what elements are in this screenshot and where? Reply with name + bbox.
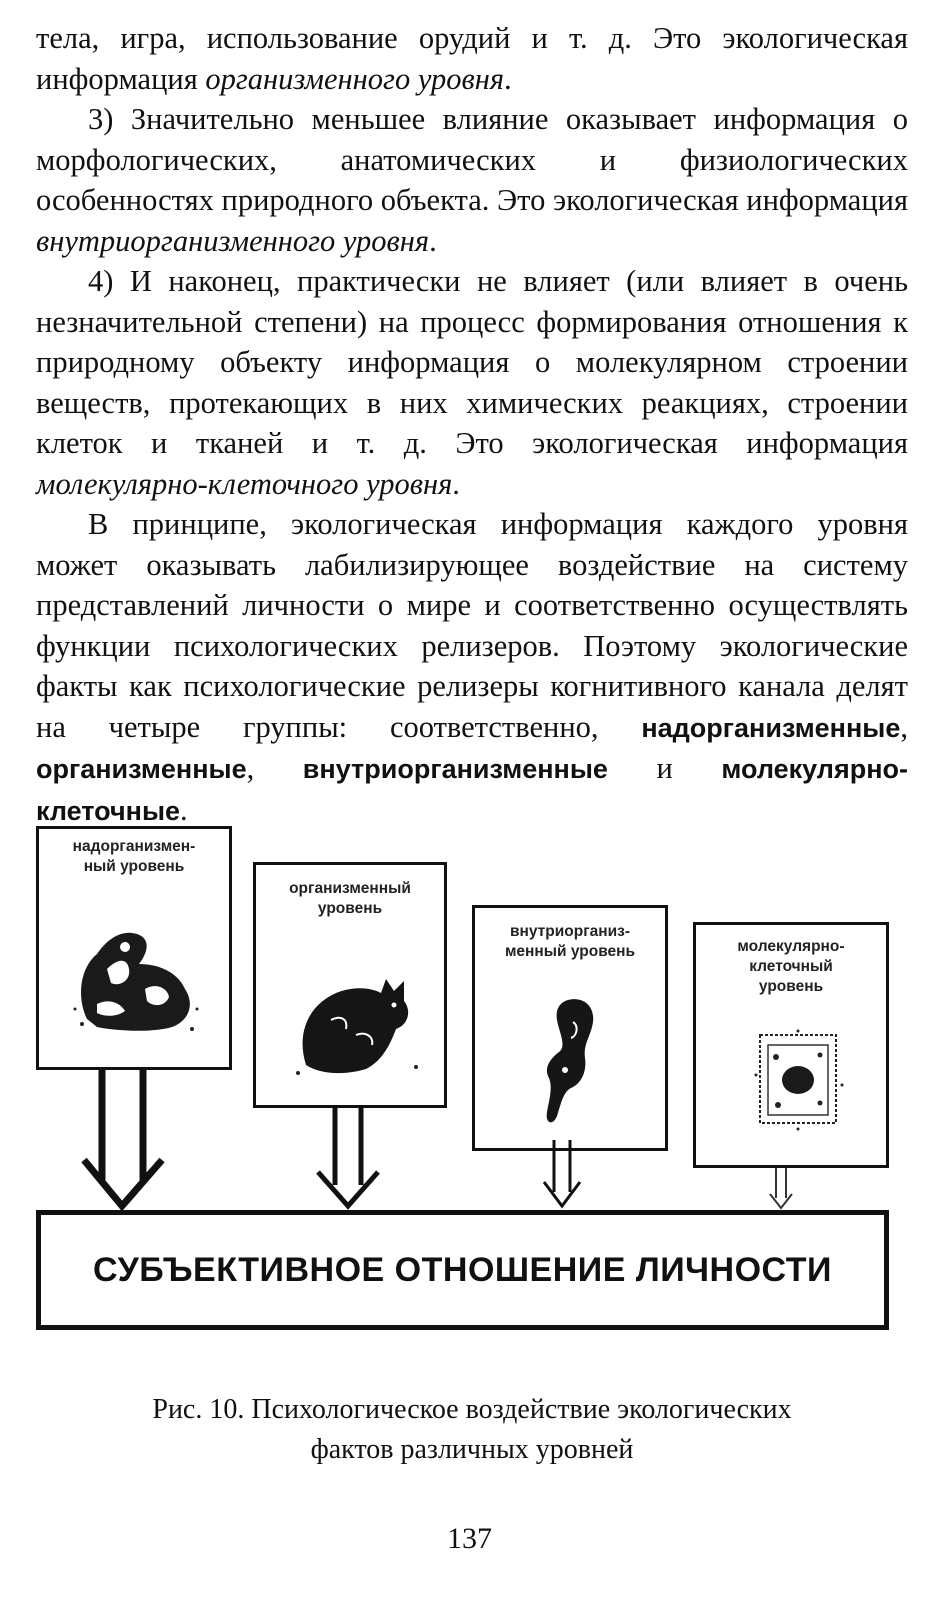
- arrow-strong: [81, 1070, 165, 1212]
- level-box-intraorganismal: внутриорганиз- менный уровень: [472, 905, 668, 1151]
- arrow-medium: [316, 1108, 380, 1210]
- term-supraorganismal: надорганизменные: [641, 712, 901, 743]
- level-box-supraorganismal: надорганизмен- ный уровень: [36, 826, 232, 1070]
- paragraph-1-text: тела, игра, использование орудий и т. д.…: [36, 21, 908, 96]
- level-label-line: молекулярно-: [737, 938, 845, 955]
- separator: и: [607, 751, 722, 785]
- arrow-weak: [542, 1140, 582, 1209]
- term-organismal: организменные: [36, 754, 247, 784]
- figure-caption: Рис. 10. Психологическое воздействие эко…: [36, 1390, 908, 1470]
- cat-icon: [296, 979, 418, 1075]
- level-label: внутриорганиз- менный уровень: [475, 922, 665, 962]
- paragraph-3-italic: молекулярно-клеточного уровня: [36, 466, 453, 501]
- subjective-attitude-box: СУБЪЕКТИВНОЕ ОТНОШЕНИЕ ЛИЧНОСТИ: [36, 1210, 889, 1330]
- level-label-line: организменный: [289, 880, 411, 897]
- body-text: тела, игра, использование орудий и т. д.…: [36, 18, 908, 831]
- organ-icon: [546, 999, 594, 1123]
- term-molecular-cellular: молекулярно-клеточные: [36, 754, 908, 826]
- paragraph-4: В принципе, экологическая информация каж…: [36, 504, 908, 831]
- caption-line: фактов различных уровней: [310, 1434, 634, 1465]
- subjective-attitude-label: СУБЪЕКТИВНОЕ ОТНОШЕНИЕ ЛИЧНОСТИ: [93, 1250, 832, 1289]
- level-box-organismal: организменный уровень: [253, 862, 447, 1108]
- arrow-faint: [769, 1168, 793, 1210]
- term-intraorganismal: внутриорганизменные: [302, 754, 608, 784]
- caption-line: Рис. 10. Психологическое воздействие эко…: [152, 1394, 792, 1425]
- animals-group-icon: [73, 932, 199, 1031]
- separator: ,: [900, 709, 908, 744]
- paragraph-4-end: .: [180, 792, 188, 827]
- level-label-line: внутриорганиз-: [509, 923, 631, 940]
- paragraph-3-end: .: [452, 466, 460, 501]
- paragraph-3: 4) И наконец, практически не влияет (или…: [36, 261, 908, 504]
- separator: ,: [246, 751, 303, 785]
- paragraph-2-text: 3) Значительно меньшее влияние оказывает…: [36, 102, 908, 217]
- paragraph-4-text: В принципе, экологическая информация каж…: [36, 507, 908, 744]
- paragraph-1-end: .: [504, 61, 512, 96]
- paragraph-2-italic: внутриорганизменного уровня: [36, 223, 430, 258]
- level-label-line: уровень: [758, 978, 824, 995]
- level-label-line: надорганизмен-: [72, 838, 196, 855]
- paragraph-1: тела, игра, использование орудий и т. д.…: [36, 18, 908, 99]
- level-label-line: ный уровень: [83, 858, 185, 875]
- level-box-molecular-cellular: молекулярно- клеточный уровень: [693, 922, 889, 1168]
- level-label: молекулярно- клеточный уровень: [696, 937, 886, 997]
- paragraph-3-text: 4) И наконец, практически не влияет (или…: [36, 264, 908, 460]
- level-label: организменный уровень: [256, 879, 444, 919]
- paragraph-1-italic: организменного уровня: [205, 61, 505, 96]
- page-number: 137: [447, 1522, 492, 1555]
- paragraph-2-end: .: [429, 223, 437, 258]
- level-label-line: уровень: [317, 900, 383, 917]
- level-label-line: менный уровень: [504, 943, 636, 960]
- cell-icon: [754, 1029, 844, 1131]
- paragraph-2: 3) Значительно меньшее влияние оказывает…: [36, 99, 908, 261]
- level-label: надорганизмен- ный уровень: [39, 837, 229, 877]
- level-label-line: клеточный: [749, 958, 833, 975]
